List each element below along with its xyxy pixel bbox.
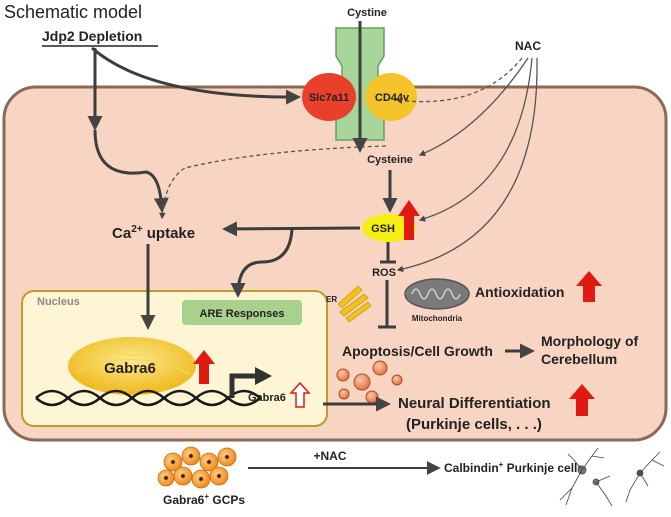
- purkinje-neuron-sketch: [559, 447, 665, 507]
- ros-label: ROS: [372, 267, 396, 279]
- mitochondria: [404, 278, 470, 310]
- nac-thin-arrows: [396, 57, 538, 273]
- cd44v-protein: [365, 73, 417, 121]
- cysteine-label: Cysteine: [367, 154, 413, 166]
- gabra6-protein: [68, 337, 196, 395]
- er-organelle: [337, 285, 372, 323]
- are-responses-label: ARE Responses: [200, 308, 285, 320]
- apoptosis-label: Apoptosis/Cell Growth: [342, 343, 493, 359]
- nac-treatment-label: +NAC: [313, 449, 346, 463]
- antioxidation-up-arrow: [576, 271, 602, 302]
- cystine-label: Cystine: [347, 7, 387, 19]
- gsh-label: GSH: [371, 223, 395, 235]
- neural-up-arrow: [569, 384, 595, 416]
- are-responses-box: [182, 300, 302, 325]
- transcription-start-arrow: [229, 373, 258, 398]
- gabra6-protein-label: Gabra6: [104, 360, 156, 377]
- nac-dashed-arrows: [159, 57, 523, 220]
- pathway-arrows: [87, 21, 535, 412]
- gabra6-up-arrow: [193, 350, 215, 384]
- antioxidation-label: Antioxidation: [475, 284, 564, 300]
- gsh-ellipse: [362, 214, 416, 242]
- neural-differentiation-label: Neural Differentiation(Purkinje cells, .…: [398, 395, 551, 433]
- purkinje-label: Calbindin+ Purkinje cells: [444, 460, 584, 475]
- diagram-title: Schematic model: [4, 2, 142, 22]
- ca-uptake-label: Ca2+ uptake: [112, 224, 195, 242]
- slc7a11-protein: [302, 73, 356, 121]
- gcps-label: Gabra6+ GCPs: [163, 492, 245, 507]
- nac-label: NAC: [515, 39, 541, 53]
- gabra6-gcp-cells: [157, 446, 237, 489]
- nucleus-label: Nucleus: [37, 296, 80, 308]
- gabra6-gene-label: Gabra6: [248, 392, 286, 404]
- apoptotic-bodies: [336, 360, 403, 404]
- dna-strand: [35, 389, 261, 407]
- inhibition-lines: [378, 242, 396, 329]
- cd44v-label: CD44v: [375, 92, 410, 104]
- er-label: ER: [326, 295, 337, 304]
- mitochondria-label: Mitochondria: [412, 314, 463, 323]
- plus-one-label: +1: [213, 0, 226, 3]
- jdp2-depletion-label: Jdp2 Depletion: [42, 28, 142, 44]
- gabra6-gene-up-arrow: [289, 381, 311, 408]
- slc7a11-label: Slc7a11: [309, 92, 349, 104]
- gsh-up-arrow: [398, 200, 420, 240]
